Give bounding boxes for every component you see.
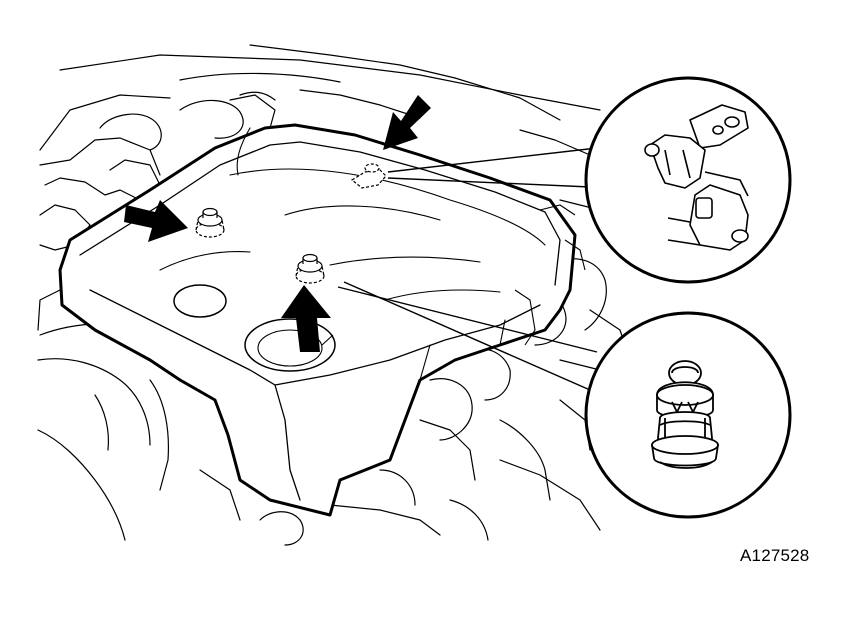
arrow-center-mount <box>281 285 334 352</box>
mount-grommet-center <box>295 253 325 284</box>
mount-clip-rear <box>350 163 387 189</box>
engine-bay-foreground <box>514 204 586 346</box>
arrow-left-mount <box>124 200 188 242</box>
figure-reference-code: A127528 <box>740 546 810 565</box>
cover-clip-icon <box>644 104 749 251</box>
arrow-rear-mount <box>383 95 431 150</box>
grommet-detail-callout <box>584 311 792 519</box>
callout-leaders <box>337 147 598 391</box>
rubber-grommet-icon <box>651 360 719 469</box>
engine-cover <box>58 123 577 517</box>
mount-grommets <box>195 163 387 284</box>
mount-grommet-left <box>195 207 225 238</box>
clip-detail-callout <box>584 76 792 284</box>
